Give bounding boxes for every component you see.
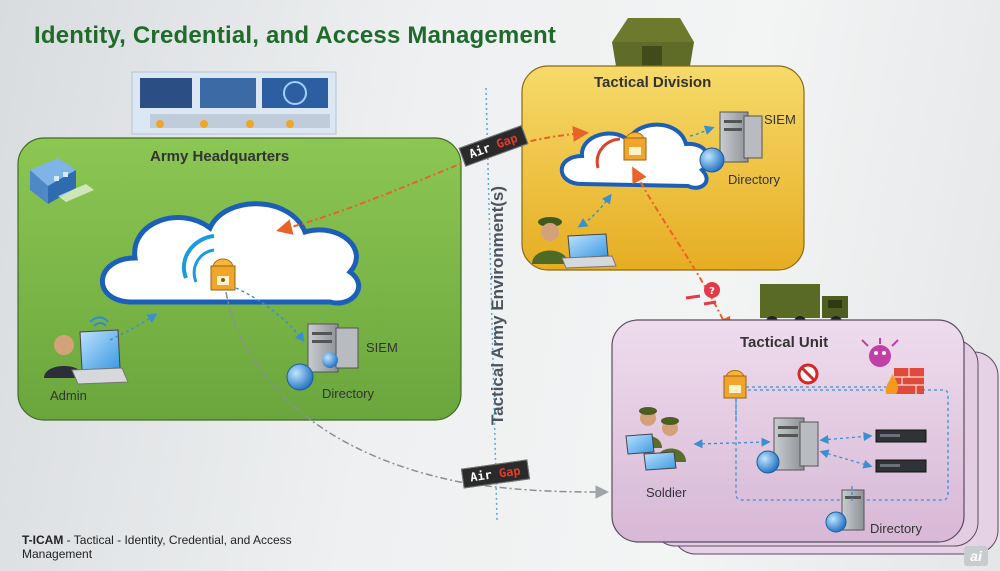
virus-icon — [861, 338, 899, 367]
rack-server-2-icon — [875, 459, 927, 473]
hq-label: Army Headquarters — [150, 148, 290, 165]
unit-directory-label: Directory — [870, 521, 923, 536]
division-label: Tactical Division — [594, 74, 712, 91]
hq-siem-server-icon — [307, 323, 359, 373]
division-lock-icon — [623, 132, 647, 161]
unit-lock-icon — [723, 370, 747, 399]
soldiers-icon — [625, 407, 686, 471]
air-gap-word-red: Gap — [494, 130, 520, 152]
air-gap-word-red: Gap — [497, 463, 522, 481]
unit-label: Tactical Unit — [740, 334, 829, 351]
hq-directory-globe-icon — [286, 363, 314, 391]
air-gap-word: Air — [467, 140, 493, 162]
tactical-environment-label: Tactical Army Environment(s) — [488, 185, 507, 425]
unit-globe-icon — [756, 450, 780, 474]
svg-text:?: ? — [709, 286, 715, 297]
broken-link-icon: ? — [685, 282, 720, 306]
command-center-image — [131, 71, 337, 135]
firewall-icon — [885, 368, 924, 394]
watermark-logo: ai — [964, 546, 988, 566]
hq-siem-label: SIEM — [366, 340, 398, 355]
rack-server-1-icon — [875, 429, 927, 443]
hq-lock-icon — [210, 258, 236, 291]
hq-directory-label: Directory — [322, 386, 375, 401]
page-title: Identity, Credential, and Access Managem… — [34, 22, 557, 49]
unit-server-icon — [773, 417, 819, 471]
footer-acronym: T-ICAM — [22, 533, 64, 547]
air-gap-word: Air — [469, 467, 493, 485]
footer-text: - Tactical - Identity, Credential, and A… — [22, 533, 292, 561]
footer-note: T-ICAM - Tactical - Identity, Credential… — [22, 533, 322, 561]
tent-icon — [612, 18, 694, 66]
soldier-label: Soldier — [646, 485, 687, 500]
division-directory-label: Directory — [728, 172, 781, 187]
division-directory-globe-icon — [699, 147, 725, 173]
division-siem-server-icon — [719, 111, 763, 163]
unit-directory-server-icon — [841, 489, 865, 531]
admin-label: Admin — [50, 388, 87, 403]
building-icon — [30, 158, 94, 204]
no-entry-icon — [797, 363, 819, 385]
environment-divider — [485, 87, 498, 521]
division-siem-label: SIEM — [764, 112, 796, 127]
unit-directory-globe-icon — [825, 511, 847, 533]
